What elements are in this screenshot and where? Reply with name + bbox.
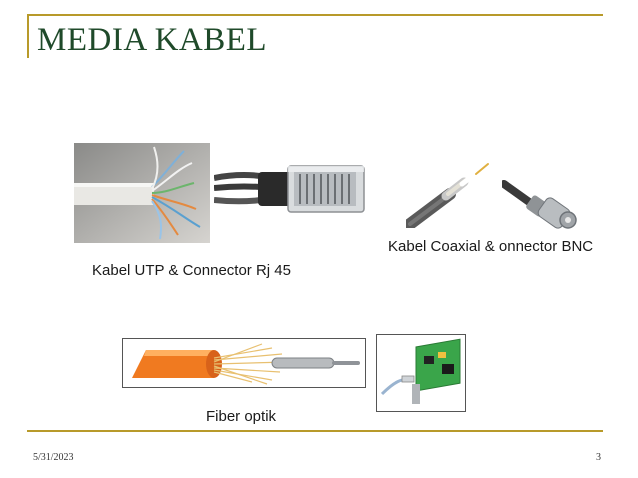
rj45-connector-illustration bbox=[214, 165, 365, 213]
slide-title: MEDIA KABEL bbox=[37, 22, 268, 58]
coaxial-cable-illustration bbox=[406, 163, 489, 228]
caption-utp: Kabel UTP & Connector Rj 45 bbox=[92, 262, 291, 279]
utp-cable-photo bbox=[74, 143, 210, 243]
network-card-illustration bbox=[376, 334, 466, 412]
frame-top-rule bbox=[27, 14, 603, 16]
footer-date: 5/31/2023 bbox=[33, 452, 74, 463]
bnc-connector-illustration bbox=[502, 180, 577, 229]
frame-bottom-rule bbox=[27, 430, 603, 432]
footer-page-number: 3 bbox=[596, 452, 601, 463]
fiber-optic-cable-illustration bbox=[122, 338, 366, 388]
frame-left-rule bbox=[27, 14, 29, 58]
caption-fiber: Fiber optik bbox=[206, 408, 277, 425]
caption-coaxial: Kabel Coaxial & onnector BNC bbox=[388, 238, 594, 255]
